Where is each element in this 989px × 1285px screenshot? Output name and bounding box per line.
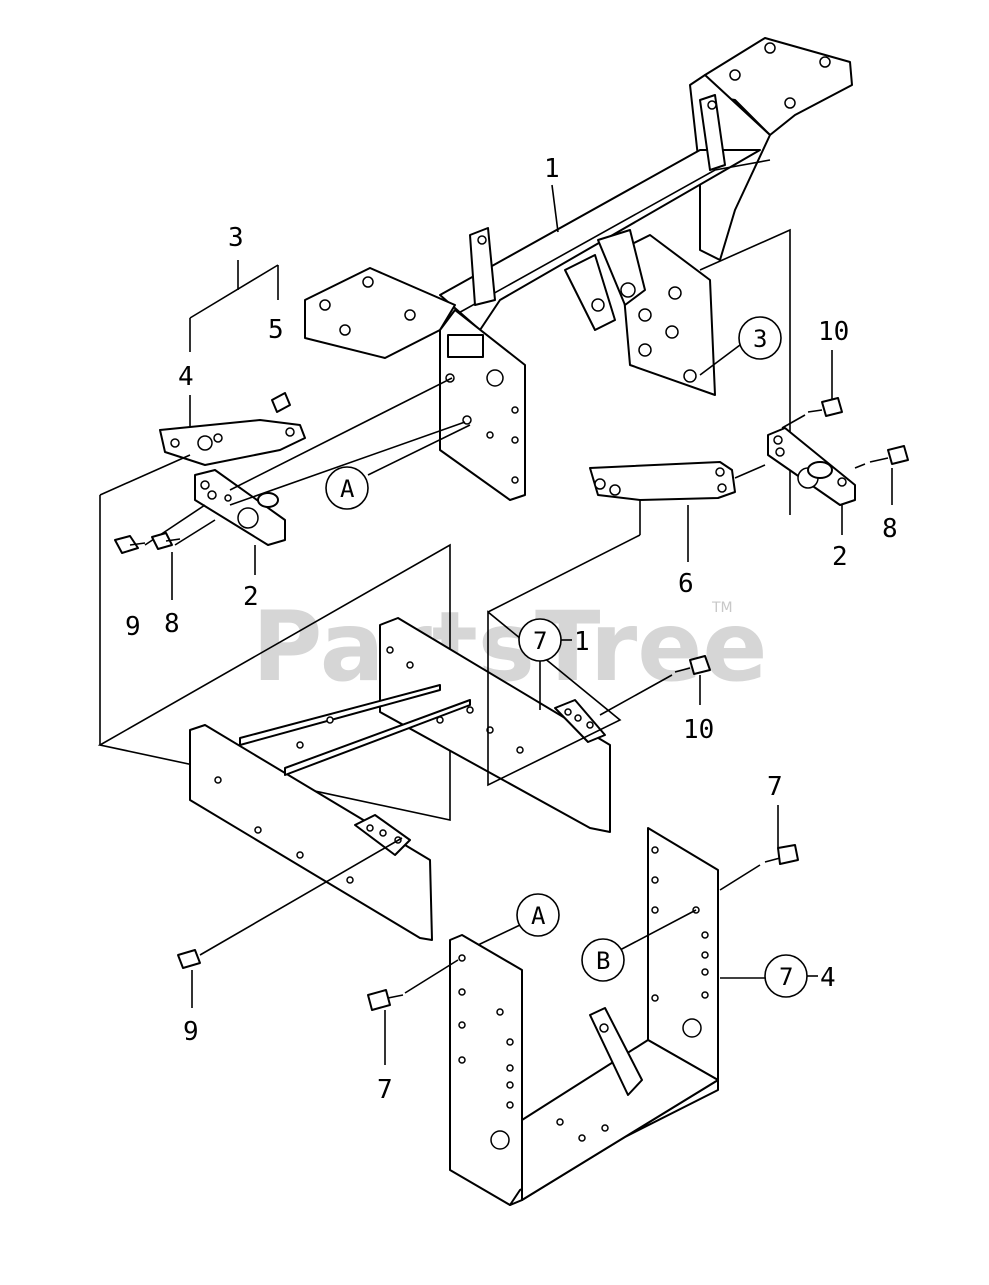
plate-part-4-left [159,419,306,466]
subframe-part-7-1 [97,543,622,941]
svg-text:TM: TM [711,600,733,616]
bolt-part-10-mid [674,655,711,675]
callout-9-lower: 9 [183,1017,199,1047]
callout-8-left: 8 [164,609,180,639]
callout-a-lower: A [531,902,546,930]
callout-4: 4 [178,362,194,392]
bolt-part-9-left [114,535,146,554]
callout-6: 6 [678,569,694,599]
callout-7-lower: 7 [377,1075,393,1105]
bolt-part-9-lower [177,949,201,969]
bolt-part-8-left [151,532,181,550]
callout-10-mid: 10 [683,715,714,745]
callout-9-left: 9 [125,612,141,642]
callout-b: B [596,947,610,975]
bolt-part-8-right [869,445,909,465]
main-frame-part-1 [304,37,853,501]
bolt-part-7-lower [367,989,404,1011]
callout-1: 1 [544,154,560,184]
callout-7-circle-b: 7 [779,963,793,991]
plate-part-2-left [194,469,286,546]
bracket-part-7-4 [449,827,719,1206]
callout-3-circle: 3 [753,325,767,353]
callout-10-top: 10 [818,317,849,347]
bolt-part-10-top [807,397,843,417]
bolt-part-7-right [764,844,799,865]
pin-part-5 [271,392,291,413]
callout-7-suffix-1: 1 [574,627,590,657]
callout-5: 5 [268,315,284,345]
plate-part-2-right [767,427,856,506]
callout-3: 3 [228,223,244,253]
callout-7-right: 7 [767,772,783,802]
callout-8-right: 8 [882,514,898,544]
callout-7-suffix-4: 4 [820,963,836,993]
callout-2-right: 2 [832,542,848,572]
plate-part-6 [589,461,736,501]
callout-a-mid: A [340,475,355,503]
callout-2-left: 2 [243,582,259,612]
callout-7-circle-a: 7 [533,627,547,655]
